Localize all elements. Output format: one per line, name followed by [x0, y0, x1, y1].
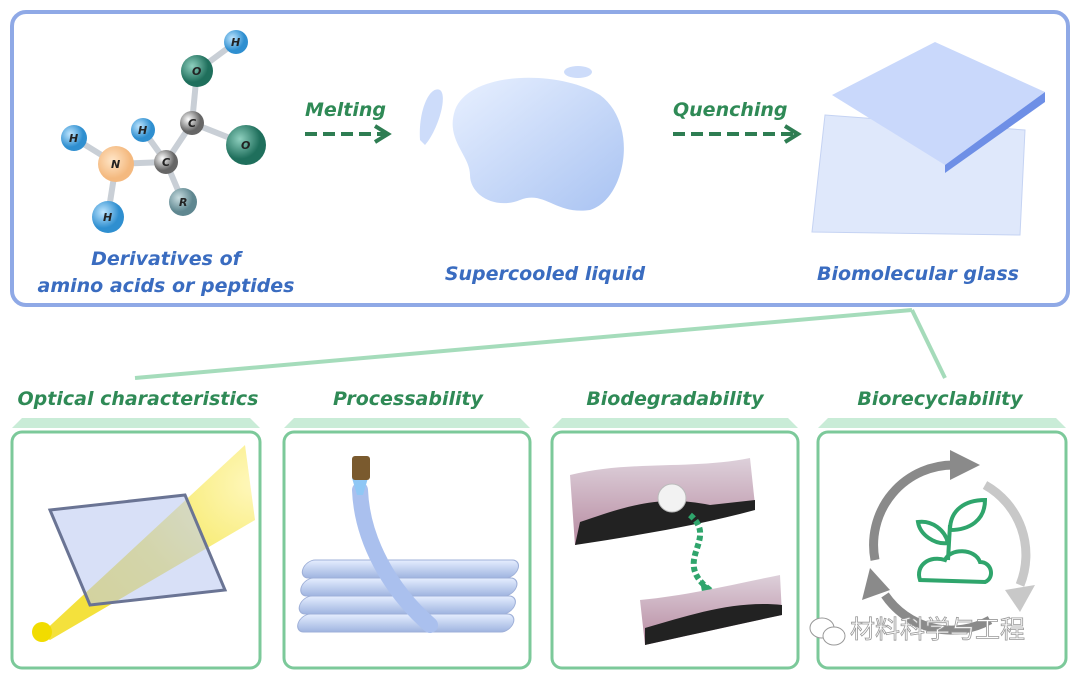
dashed-arrow-icon — [673, 124, 802, 144]
atom-h: H — [231, 36, 240, 49]
atom-r: R — [179, 196, 187, 209]
optical-illustration — [32, 445, 255, 642]
molecule-label-line1: Derivatives of — [91, 248, 244, 270]
atom-c: C — [162, 156, 170, 169]
atom-c: C — [188, 117, 196, 130]
dashed-arrow-icon — [305, 124, 392, 144]
plant-sprout-icon — [915, 497, 993, 585]
melting-label: Melting — [305, 99, 386, 121]
biomolecular-glass-sheets — [811, 42, 1045, 236]
atoms: H H H H O O C C N R — [61, 30, 266, 233]
glass-label: Biomolecular glass — [817, 263, 1019, 285]
watermark-text: 材料科学与工程 — [850, 615, 1025, 644]
watermark: 材料科学与工程 — [809, 615, 1025, 646]
atom-n: N — [111, 158, 120, 171]
biodegradation-illustration — [570, 458, 782, 645]
atom-o: O — [192, 65, 201, 78]
atom-h: H — [69, 132, 78, 145]
panel-headers — [12, 418, 1066, 428]
molecule-label-line2: amino acids or peptides — [38, 275, 295, 297]
connector-lines — [134, 308, 947, 380]
liquid-label: Supercooled liquid — [445, 263, 646, 285]
atom-h: H — [138, 124, 147, 137]
label-processability: Processability — [333, 388, 485, 410]
quenching-label: Quenching — [673, 99, 788, 121]
label-biodegradability: Biodegradability — [586, 388, 765, 410]
label-optical: Optical characteristics — [18, 388, 259, 410]
atom-o: O — [241, 139, 250, 152]
supercooled-liquid-drop — [419, 66, 624, 211]
label-biorecyclability: Biorecyclability — [857, 388, 1024, 410]
atom-h: H — [103, 211, 112, 224]
3d-printing-illustration — [297, 456, 520, 633]
recycle-cycle-icon — [862, 450, 1035, 635]
